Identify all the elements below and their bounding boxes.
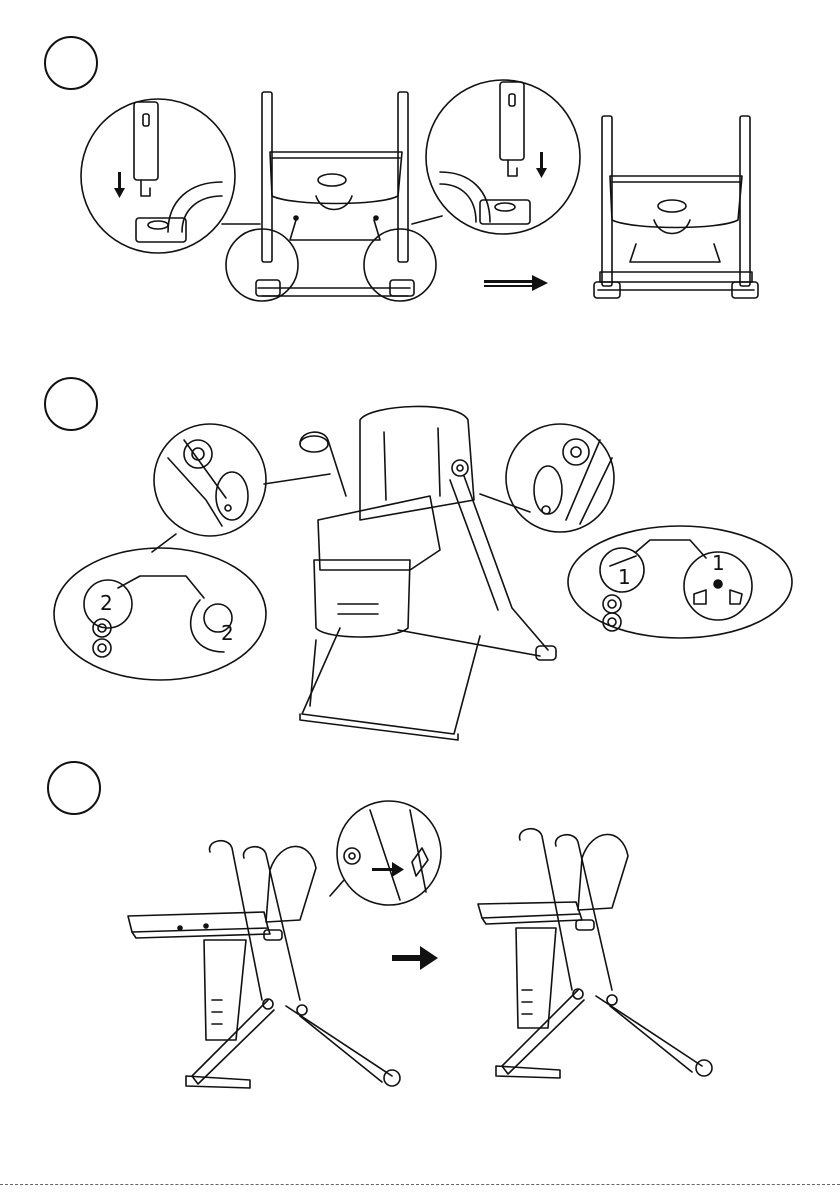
step-3-leader-line [330, 880, 344, 896]
callout-number-1-zoomed: 1 [712, 551, 725, 575]
step-1-chair-assembled [594, 116, 758, 298]
step-2-leader-line [152, 534, 176, 552]
step-2-upper-right-callout [506, 424, 614, 532]
down-arrow-icon [536, 152, 547, 178]
right-arrow-icon [392, 946, 438, 970]
step-3-chair-before [128, 841, 400, 1088]
page-bottom-rule [0, 1184, 840, 1185]
step-3-detail-callout [337, 801, 441, 905]
step-2-leader-line [264, 474, 330, 484]
step-2-leader-line [480, 494, 530, 512]
step-2-upper-left-callout [154, 424, 266, 536]
step-3-illustration [128, 801, 712, 1088]
step-2-lower-left-callout: 2 2 [54, 548, 266, 680]
down-arrow-icon [114, 172, 125, 198]
step-3-chair-after [478, 829, 712, 1078]
callout-number-1: 1 [618, 565, 631, 589]
step-1-left-detail-callout [81, 99, 235, 253]
right-arrow-icon [484, 275, 548, 291]
callout-number-2: 2 [100, 591, 113, 615]
step-2-high-chair [300, 406, 556, 740]
step-1-chair-front-view [222, 92, 442, 301]
step-1-right-detail-callout [426, 80, 580, 234]
step-2-lower-right-callout: 1 1 [568, 526, 792, 638]
step-2-illustration: 2 2 [54, 406, 792, 740]
step-1-illustration [81, 80, 758, 301]
callout-number-2-zoomed: 2 [221, 621, 234, 645]
